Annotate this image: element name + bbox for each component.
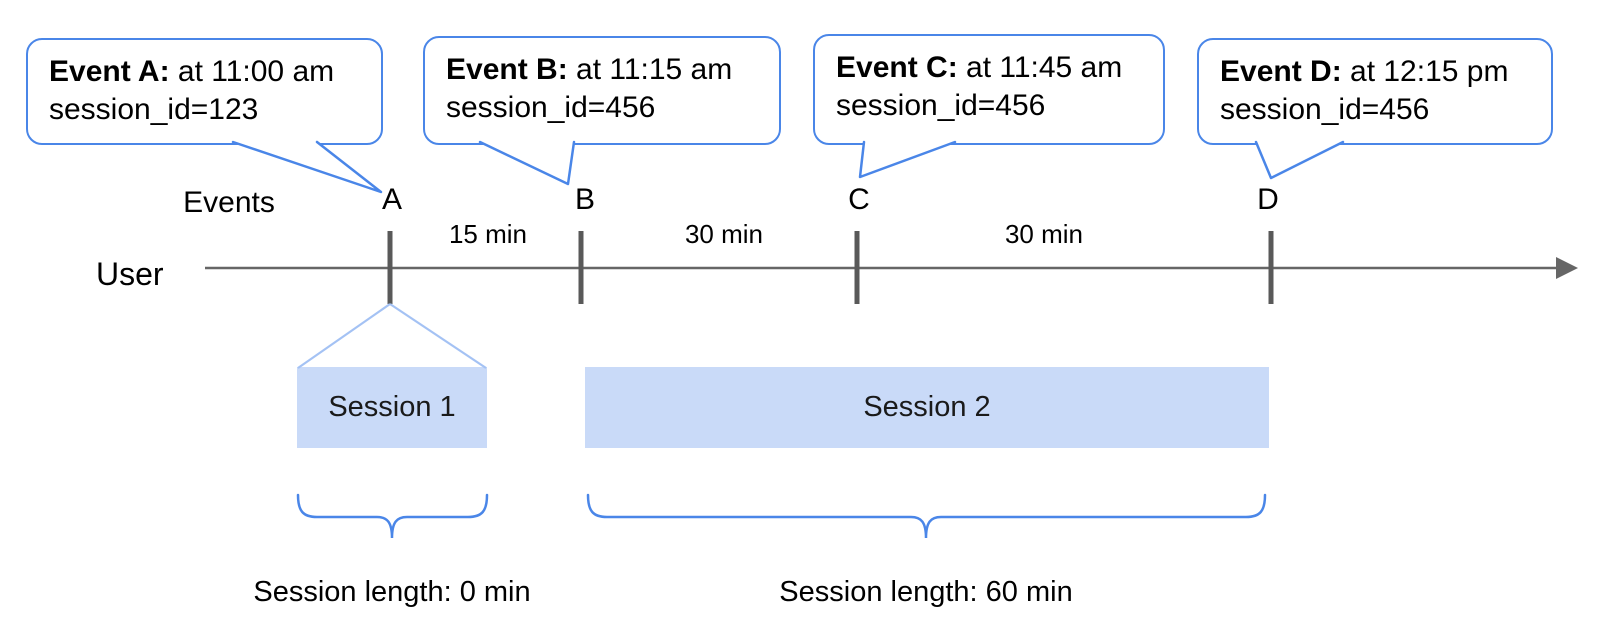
event-b-title: Event B:	[446, 53, 568, 86]
funnel-left-line	[297, 303, 391, 369]
session-1-length-label: Session length: 0 min	[253, 576, 531, 608]
event-marker-a: A	[381, 183, 403, 216]
interval-c-d: 30 min	[1004, 219, 1084, 249]
event-b-line1: Event B: at 11:15 am	[446, 51, 771, 89]
session-1-box: Session 1	[297, 367, 487, 448]
session-2-box: Session 2	[585, 367, 1269, 448]
event-marker-c: C	[848, 183, 870, 216]
events-axis-label: Events	[183, 186, 275, 219]
session-2-brace	[586, 493, 1267, 539]
session-2-label: Session 2	[863, 391, 991, 423]
event-a-time: at 11:00 am	[169, 55, 335, 88]
session-1-brace	[296, 493, 489, 539]
event-a-title: Event A:	[49, 55, 170, 88]
timeline-arrowhead-icon	[1556, 257, 1578, 279]
event-a-session-id: session_id=123	[49, 93, 259, 126]
event-c-title: Event C:	[836, 51, 958, 84]
interval-a-b: 15 min	[448, 219, 528, 249]
event-d-bubble-tail	[1254, 140, 1345, 180]
event-marker-b: B	[574, 183, 596, 216]
event-a-bubble: Event A: at 11:00 am session_id=123	[26, 38, 383, 145]
event-c-session-id: session_id=456	[836, 89, 1046, 122]
event-marker-d: D	[1257, 183, 1279, 216]
interval-b-c: 30 min	[684, 219, 764, 249]
event-c-bubble: Event C: at 11:45 am session_id=456	[813, 34, 1165, 145]
event-b-session-id: session_id=456	[446, 91, 656, 124]
event-a-line1: Event A: at 11:00 am	[49, 53, 373, 91]
event-d-session-id: session_id=456	[1220, 93, 1430, 126]
event-c-line1: Event C: at 11:45 am	[836, 49, 1155, 87]
event-b-time: at 11:15 am	[567, 53, 733, 86]
event-b-bubble: Event B: at 11:15 am session_id=456	[423, 36, 781, 145]
event-b-bubble-tail	[478, 140, 576, 186]
event-d-title: Event D:	[1220, 55, 1342, 88]
event-d-line1: Event D: at 12:15 pm	[1220, 53, 1543, 91]
session-2-length-label: Session length: 60 min	[779, 576, 1073, 608]
funnel-right-line	[389, 303, 487, 369]
event-d-time: at 12:15 pm	[1341, 55, 1509, 88]
session-1-label: Session 1	[328, 391, 456, 423]
event-a-bubble-tail	[231, 140, 383, 194]
event-c-bubble-tail	[858, 140, 957, 179]
user-axis-label: User	[96, 256, 164, 292]
event-d-bubble: Event D: at 12:15 pm session_id=456	[1197, 38, 1553, 145]
event-c-time: at 11:45 am	[957, 51, 1123, 84]
